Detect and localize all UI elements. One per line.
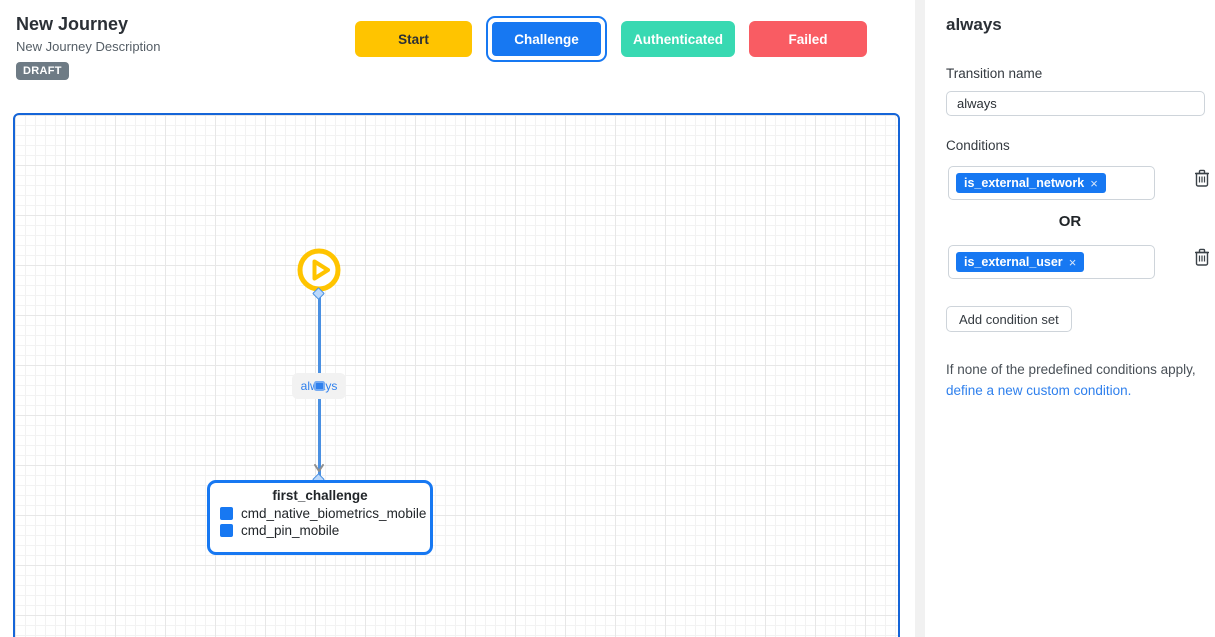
condition-set-2[interactable]: is_external_user ×: [948, 245, 1155, 279]
failed-state-button[interactable]: Failed: [749, 21, 867, 57]
start-state-button[interactable]: Start: [355, 21, 472, 57]
state-toolbar: Start Challenge Authenticated Failed: [355, 16, 867, 62]
node-title: first_challenge: [272, 488, 368, 503]
trash-icon: [1195, 169, 1209, 187]
command-icon: [220, 524, 233, 537]
node-first-challenge[interactable]: first_challenge cmd_native_biometrics_mo…: [207, 480, 433, 555]
delete-condition-set-1-button[interactable]: [1194, 169, 1210, 187]
transition-name-label: Transition name: [946, 66, 1043, 81]
or-separator: OR: [1058, 213, 1082, 230]
play-icon: [297, 248, 341, 292]
help-text: If none of the predefined conditions app…: [946, 362, 1196, 377]
page-title: New Journey: [16, 14, 129, 34]
remove-condition-icon[interactable]: ×: [1068, 254, 1077, 270]
condition-chip-label: is_external_network: [964, 176, 1085, 190]
transition-name-input[interactable]: [946, 91, 1205, 116]
conditions-label: Conditions: [946, 138, 1010, 153]
condition-chip: is_external_network ×: [956, 173, 1106, 193]
node-item-label: cmd_native_biometrics_mobile: [241, 506, 427, 521]
node-item-label: cmd_pin_mobile: [241, 523, 340, 538]
command-icon: [220, 507, 233, 520]
delete-condition-set-2-button[interactable]: [1194, 248, 1210, 266]
condition-set-1[interactable]: is_external_network ×: [948, 166, 1155, 200]
challenge-state-button[interactable]: Challenge: [490, 20, 603, 58]
challenge-state-selected-ring: Challenge: [486, 16, 607, 62]
edge-label-always[interactable]: always: [292, 373, 346, 399]
status-badge: DRAFT: [16, 62, 69, 80]
edge-condition-icon: [314, 381, 325, 391]
start-node[interactable]: [297, 248, 341, 292]
journey-header: New Journey New Journey Description DRAF…: [16, 14, 161, 80]
condition-chip-label: is_external_user: [964, 255, 1063, 269]
trash-icon: [1195, 248, 1209, 266]
remove-condition-icon[interactable]: ×: [1090, 175, 1098, 191]
panel-divider: [915, 0, 925, 637]
node-item-row: cmd_pin_mobile: [220, 523, 420, 538]
condition-chip: is_external_user ×: [956, 252, 1085, 272]
panel-title: always: [946, 15, 1002, 34]
edge-arrowhead-icon: [314, 464, 324, 472]
add-condition-set-button[interactable]: Add condition set: [946, 306, 1072, 332]
page-description: New Journey Description: [16, 39, 161, 54]
custom-condition-help-text: If none of the predefined conditions app…: [946, 359, 1201, 402]
transition-properties-panel: always Transition name Conditions is_ext…: [925, 0, 1215, 637]
define-custom-condition-link[interactable]: define a new custom condition.: [946, 383, 1132, 399]
node-item-row: cmd_native_biometrics_mobile: [220, 506, 426, 521]
authenticated-state-button[interactable]: Authenticated: [621, 21, 735, 57]
journey-canvas[interactable]: always first_challenge cmd_native_biomet…: [13, 113, 900, 637]
